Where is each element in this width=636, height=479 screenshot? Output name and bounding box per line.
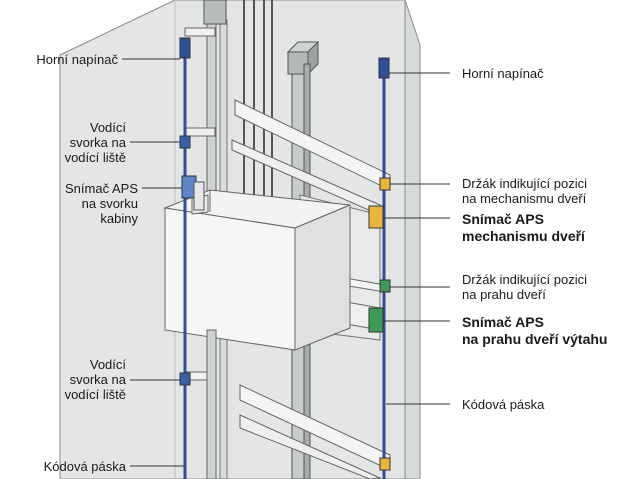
tensioner-left (179, 37, 191, 59)
label-holder-door-mechanism: Držák indikující pozici na mechanismu dv… (462, 176, 587, 206)
aps-sensor-cabin-mount (193, 181, 205, 211)
aps-sensor-door-mechanism (368, 205, 384, 229)
label-line: kabiny (100, 211, 138, 226)
label-line: vodící liště (64, 150, 126, 165)
holder-bottom (379, 457, 391, 471)
label-guide-clamp-top: Vodící svorka na vodící liště (6, 120, 126, 165)
label-aps-door-mechanism: Snímač APS mechanismu dveří (462, 211, 585, 245)
label-line: Snímač APS (462, 314, 544, 330)
label-line: na mechanismu dveří (462, 191, 587, 206)
label-line: Držák indikující pozici (462, 176, 587, 191)
cabin-side (294, 204, 351, 351)
label-aps-sensor-cabin: Snímač APS na svorku kabiny (6, 181, 138, 226)
label-guide-clamp-bottom: Vodící svorka na vodící liště (6, 357, 126, 402)
guide-clamp-bottom (179, 372, 191, 386)
top-block-left (203, 0, 227, 25)
holder-door-sill (379, 279, 391, 293)
label-upper-tensioner-left: Horní napínač (6, 52, 118, 67)
guide-clamp-top (179, 135, 191, 149)
label-line: Vodící (89, 120, 126, 135)
bracket (184, 27, 216, 37)
holder-door-mechanism (379, 177, 391, 191)
label-line: vodící liště (64, 387, 126, 402)
label-text: Horní napínač (36, 52, 118, 67)
label-code-tape-left: Kódová páska (6, 459, 126, 474)
label-line: Snímač APS (65, 181, 138, 196)
label-line: na prahu dveří (462, 287, 546, 302)
bracket (184, 127, 216, 137)
label-text: Kódová páska (43, 459, 126, 474)
label-line: na prahu dveří výtahu (462, 331, 608, 347)
label-code-tape-right: Kódová páska (462, 397, 544, 412)
label-line: svorka na (69, 372, 126, 387)
aps-sensor-door-sill (368, 307, 384, 333)
label-holder-door-sill: Držák indikující pozici na prahu dveří (462, 272, 587, 302)
cabin-rail-bottom (206, 329, 217, 479)
label-line: Držák indikující pozici (462, 272, 587, 287)
label-line: na svorku (81, 196, 138, 211)
label-text: Horní napínač (462, 66, 544, 81)
tensioner-right (378, 57, 390, 79)
door-beam-bottom-2 (239, 414, 382, 479)
label-aps-door-sill: Snímač APS na prahu dveří výtahu (462, 314, 607, 348)
label-text: Kódová páska (462, 397, 545, 412)
label-line: svorka na (69, 135, 126, 150)
shaft-right-wall (404, 0, 421, 479)
label-line: Vodící (89, 357, 126, 372)
label-line: mechanismu dveří (462, 228, 585, 244)
label-upper-tensioner-right: Horní napínač (462, 66, 544, 81)
label-line: Snímač APS (462, 211, 544, 227)
